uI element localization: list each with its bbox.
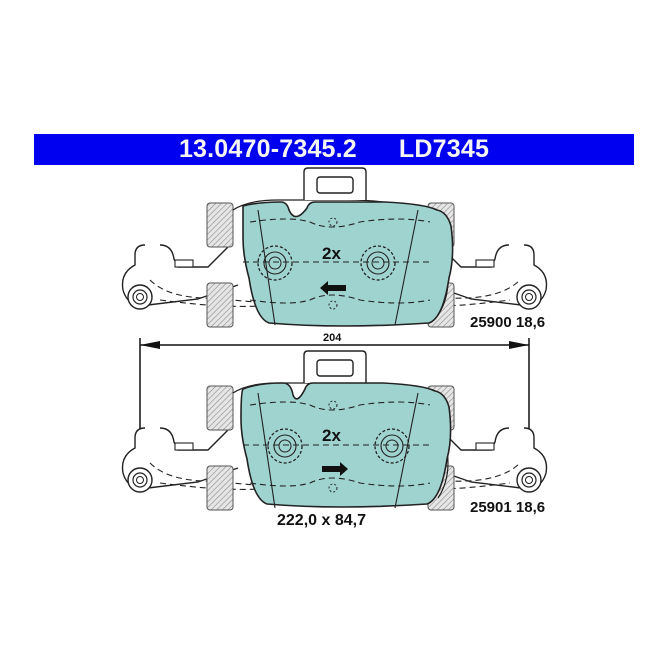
bottom-pad-quantity: 2x (322, 426, 341, 445)
top-pad-quantity: 2x (322, 244, 341, 263)
bottom-pad-wear-code: 25901 18,6 (470, 499, 545, 516)
piston-right-icon (360, 245, 396, 281)
reference-code: LD7345 (398, 135, 490, 163)
arrow-right-icon (322, 462, 348, 476)
dimension-line-204 (139, 338, 530, 430)
top-pad-assembly (121, 167, 548, 328)
pad-thickness: 18,6 (515, 314, 546, 331)
wear-indicator-code: 25900 (470, 314, 512, 331)
wear-indicator-code: 25901 (470, 499, 512, 516)
product-header-banner: 13.0470-7345.2 LD7345 (34, 134, 634, 165)
pad-size-label: 222,0 x 84,7 (277, 512, 366, 529)
piston-right-icon (374, 428, 410, 464)
piston-left-icon (267, 428, 303, 464)
part-number: 13.0470-7345.2 (178, 135, 357, 163)
bottom-pad-assembly (121, 350, 548, 511)
top-pad-friction-material (242, 201, 454, 327)
arrow-left-icon (320, 281, 346, 295)
pad-thickness: 18,6 (515, 499, 546, 516)
top-pad-wear-code: 25900 18,6 (470, 314, 545, 331)
piston-left-icon (257, 245, 293, 281)
dimension-span-label: 204 (323, 332, 342, 344)
